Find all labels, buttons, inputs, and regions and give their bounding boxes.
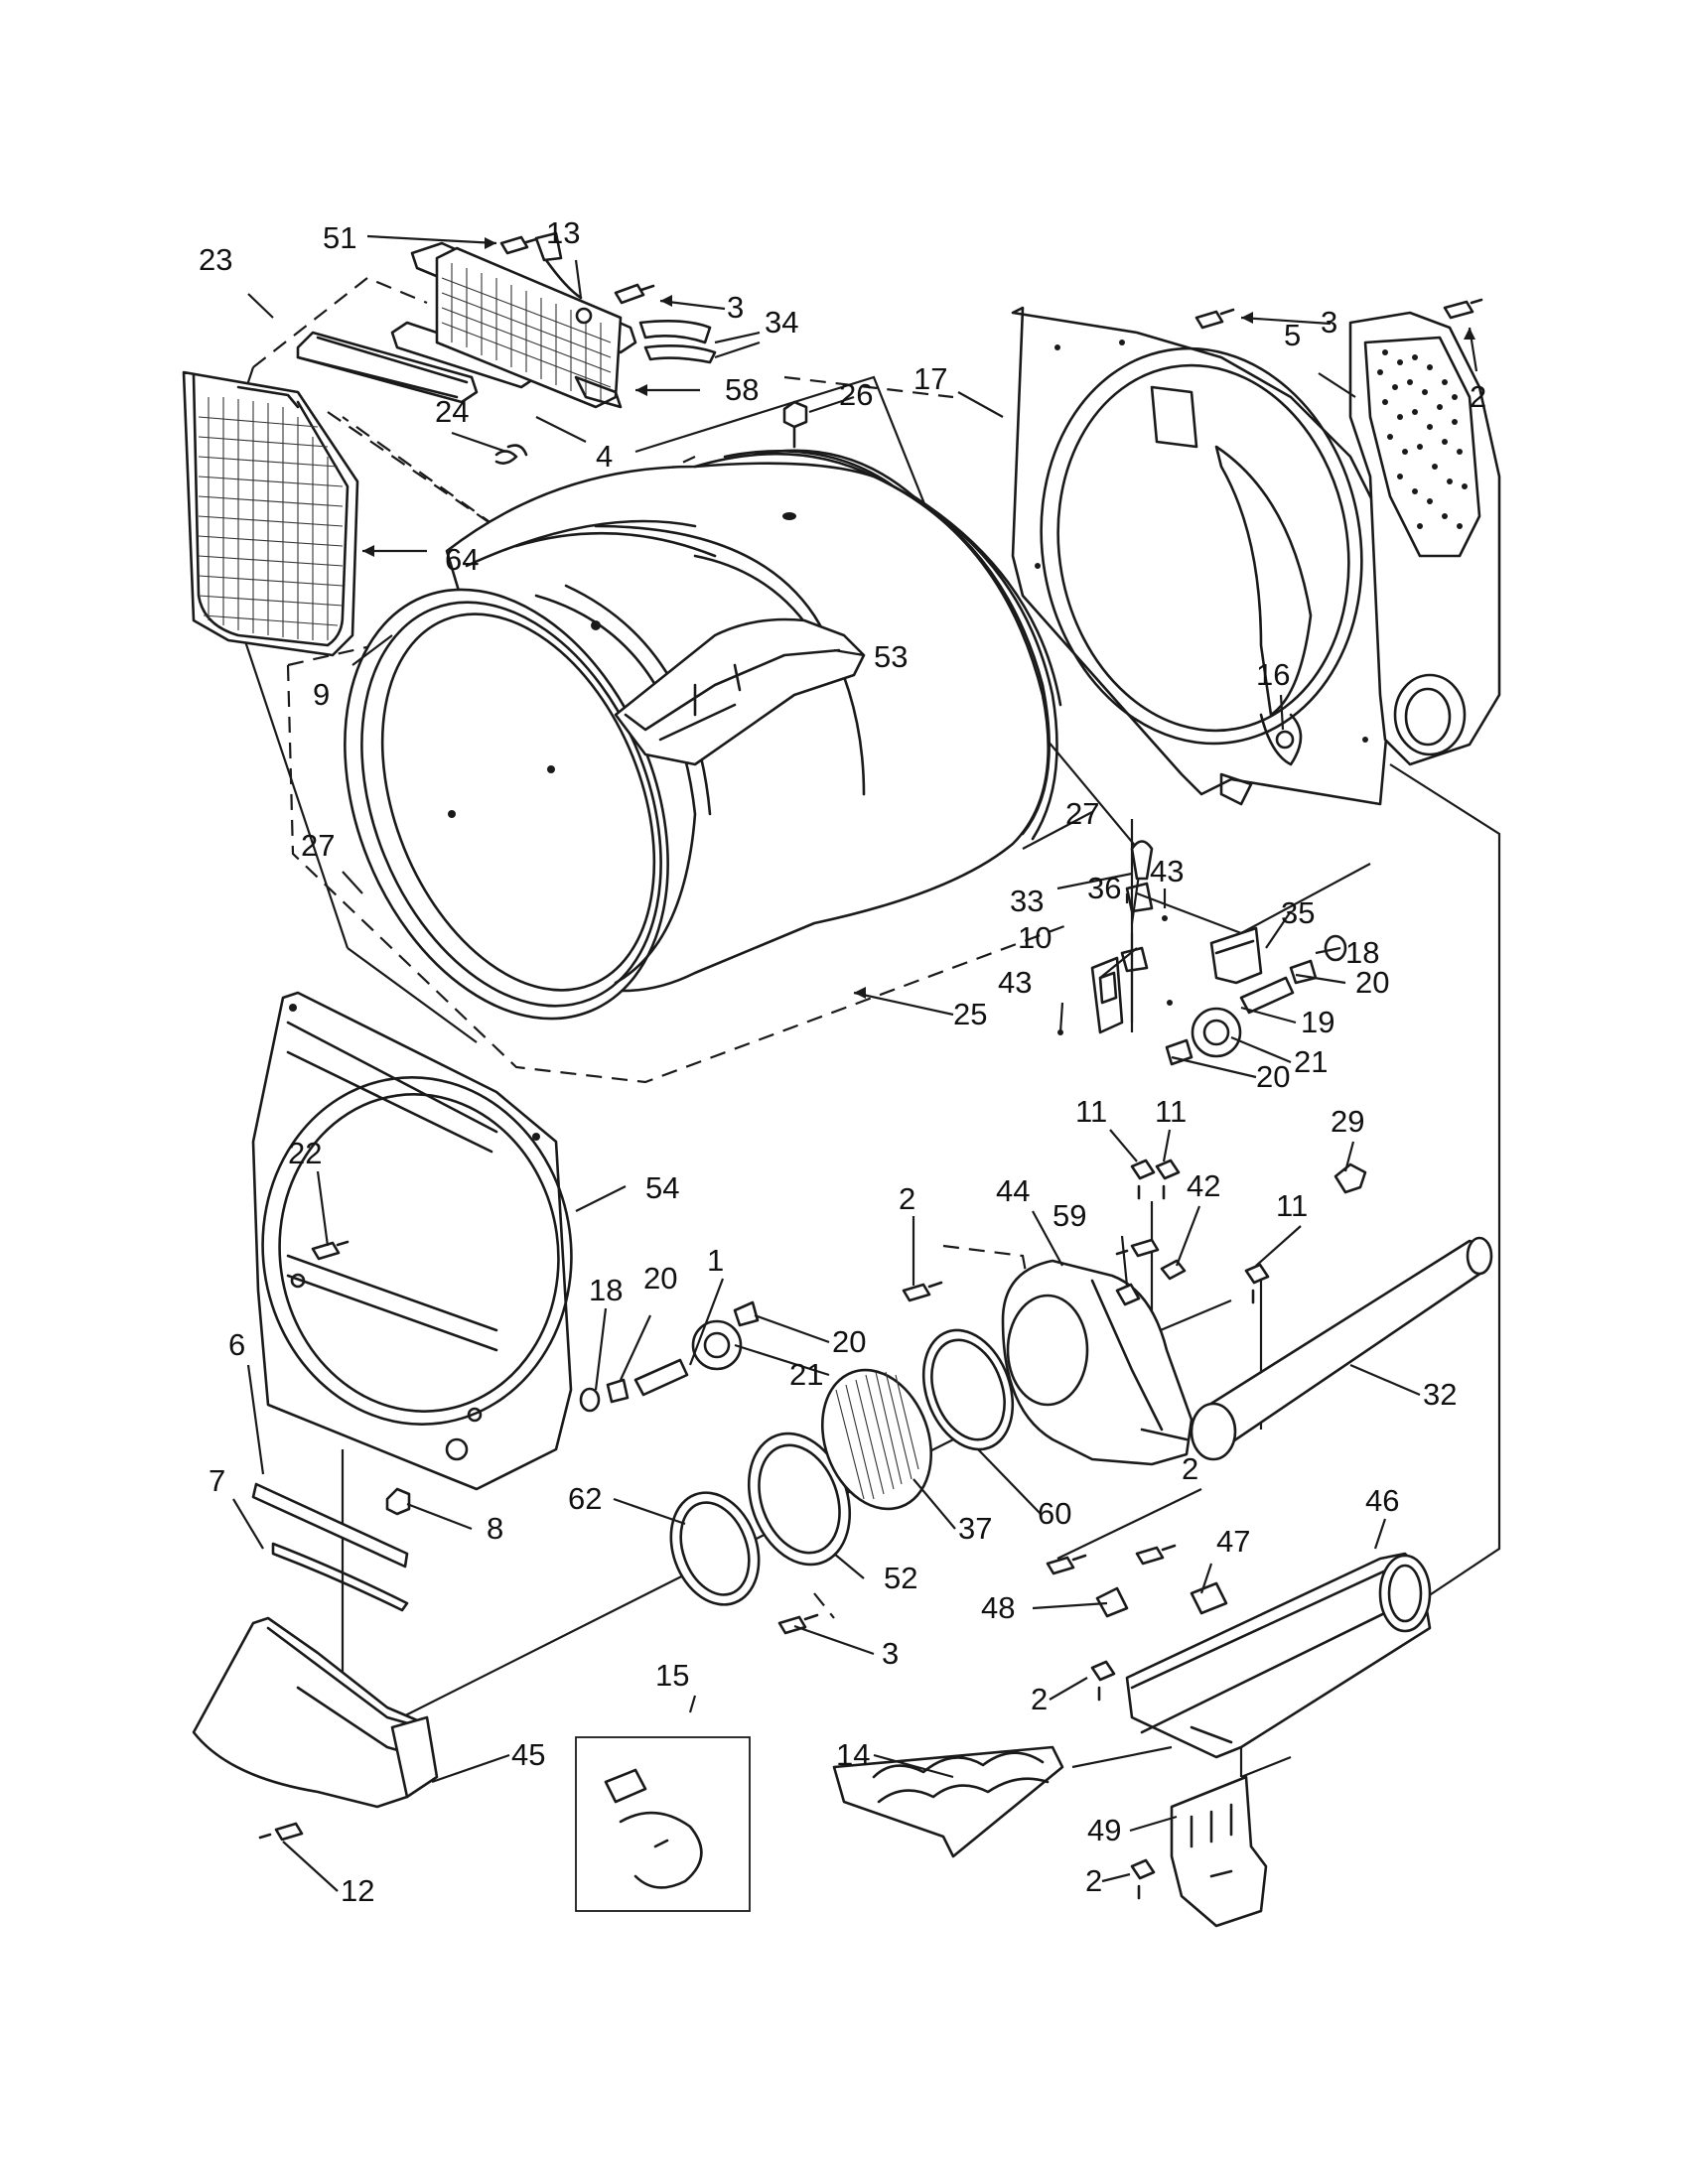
callout-64: 64: [445, 542, 479, 577]
heater-duct-cover: [1194, 298, 1501, 766]
callout-2: 2: [1470, 379, 1486, 414]
callout-42: 42: [1187, 1168, 1220, 1203]
callout-27: 27: [1065, 796, 1099, 831]
callout-49: 49: [1087, 1813, 1121, 1847]
callout-3: 3: [727, 290, 744, 325]
callout-1: 1: [707, 1243, 724, 1278]
callout-58: 58: [725, 372, 759, 407]
callout-37: 37: [958, 1511, 992, 1546]
callout-11: 11: [1075, 1094, 1107, 1129]
blower-parts: [669, 1328, 1015, 1606]
front-air-duct: [192, 1616, 439, 1842]
callout-2: 2: [1182, 1451, 1198, 1486]
callout-20: 20: [1256, 1059, 1290, 1094]
callout-33: 33: [1010, 884, 1044, 918]
callout-18: 18: [1345, 935, 1379, 970]
callout-35: 35: [1281, 895, 1315, 930]
callout-7: 7: [209, 1463, 225, 1498]
front-roller-parts: [251, 1300, 760, 1612]
callout-51: 51: [323, 220, 356, 255]
fastener-screws: [777, 1000, 1270, 1900]
callout-3: 3: [1321, 305, 1337, 340]
blower-housing: [1001, 1236, 1493, 1466]
rear-bulkhead: [1011, 306, 1392, 806]
callout-45: 45: [511, 1737, 545, 1772]
callout-15: 15: [655, 1658, 689, 1693]
callout-29: 29: [1331, 1104, 1364, 1139]
callout-11: 11: [1276, 1188, 1308, 1223]
callout-10: 10: [1018, 920, 1052, 955]
callout-18: 18: [589, 1273, 623, 1307]
callout-17: 17: [913, 361, 947, 396]
wire-kit-box: [575, 1736, 751, 1912]
sensor-and-support-parts: [1057, 840, 1367, 1194]
callout-21: 21: [789, 1357, 823, 1392]
callout-20: 20: [832, 1324, 866, 1359]
callout-36: 36: [1087, 871, 1121, 905]
callout-9: 9: [313, 677, 330, 712]
callout-22: 22: [288, 1136, 322, 1170]
callout-19: 19: [1301, 1005, 1334, 1039]
callout-59: 59: [1052, 1198, 1086, 1233]
callout-34: 34: [765, 305, 798, 340]
callout-14: 14: [836, 1737, 870, 1772]
callout-21: 21: [1294, 1044, 1328, 1079]
callout-43: 43: [998, 965, 1032, 1000]
callout-11: 11: [1155, 1094, 1187, 1129]
callout-4: 4: [596, 439, 613, 474]
callout-12: 12: [341, 1873, 374, 1908]
callout-16: 16: [1256, 657, 1290, 692]
callout-43: 43: [1150, 854, 1184, 888]
callout-6: 6: [228, 1327, 245, 1362]
callout-5: 5: [1284, 318, 1301, 352]
callout-labels: 51 13 23 3 34 58 4 24 64 26 17 3 5 2 9 5…: [199, 215, 1486, 1908]
lint-housing-parts: [296, 231, 717, 465]
callout-60: 60: [1038, 1496, 1071, 1531]
callout-25: 25: [953, 997, 987, 1031]
callout-53: 53: [874, 639, 908, 674]
callout-23: 23: [199, 242, 232, 277]
callout-20: 20: [1355, 965, 1389, 1000]
dryer-drum: [344, 449, 1062, 1021]
callout-52: 52: [884, 1561, 917, 1595]
callout-13: 13: [546, 215, 580, 250]
callout-8: 8: [487, 1511, 503, 1546]
callout-20: 20: [643, 1261, 677, 1296]
front-bulkhead: [251, 991, 573, 1491]
callout-3: 3: [882, 1636, 899, 1671]
lint-screen: [182, 370, 359, 657]
callout-48: 48: [981, 1590, 1015, 1625]
callout-32: 32: [1423, 1377, 1457, 1412]
callout-2: 2: [1031, 1682, 1048, 1716]
callout-27: 27: [301, 828, 335, 863]
callout-47: 47: [1216, 1524, 1250, 1559]
heater-assembly: [832, 1552, 1432, 1928]
callout-leaders: [232, 234, 1478, 1892]
callout-2: 2: [1085, 1863, 1102, 1898]
callout-24: 24: [435, 394, 469, 429]
callout-54: 54: [645, 1170, 679, 1205]
assembly-boundary-lines: [236, 276, 1501, 1779]
callout-46: 46: [1365, 1483, 1399, 1518]
callout-62: 62: [568, 1481, 602, 1516]
callout-2: 2: [899, 1181, 915, 1216]
callout-44: 44: [996, 1173, 1030, 1208]
callout-26: 26: [839, 377, 873, 412]
